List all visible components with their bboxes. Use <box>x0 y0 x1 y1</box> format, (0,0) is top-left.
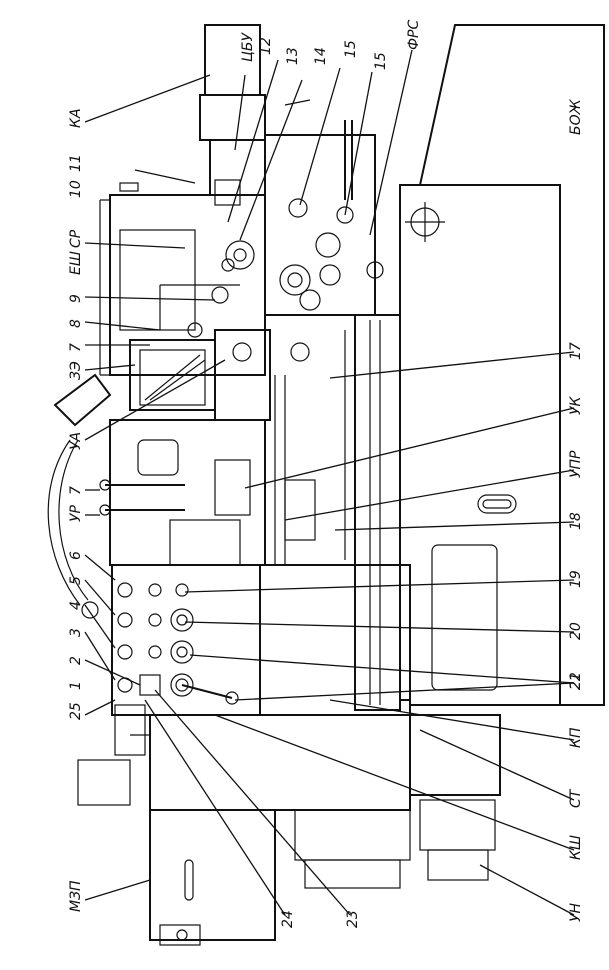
label-14: 14 <box>313 47 329 65</box>
label-7b: 7 <box>68 486 84 495</box>
label-ua: УА <box>68 432 84 450</box>
label-ze: ЗЭ <box>68 361 84 380</box>
label-8: 8 <box>68 319 84 328</box>
label-frs: ФРС <box>406 20 422 50</box>
label-23: 23 <box>345 910 361 928</box>
label-3: 3 <box>68 628 84 637</box>
label-12: 12 <box>258 37 274 55</box>
label-un: УН <box>568 902 584 922</box>
label-15b: 15 <box>373 52 389 70</box>
label-10: 10 <box>68 180 84 198</box>
work-lamp <box>47 373 112 619</box>
front-panel <box>77 564 501 946</box>
label-uk: УК <box>568 395 584 415</box>
machine-bed <box>354 24 605 711</box>
spindle-head <box>99 24 384 566</box>
label-7a: 7 <box>68 343 84 352</box>
label-17: 17 <box>568 342 584 360</box>
label-15a: 15 <box>343 40 359 58</box>
label-upr: УПР <box>568 450 584 478</box>
label-2: 2 <box>68 656 84 665</box>
control-knobs <box>117 582 239 705</box>
label-ur: УР <box>68 504 84 522</box>
label-esh: ЕШ <box>68 251 84 275</box>
label-19: 19 <box>568 570 584 588</box>
labels: КА ЦБУ 12 13 14 15 15 ФРС БОЖ 11 10 СР Е… <box>68 20 584 928</box>
label-4: 4 <box>68 601 84 610</box>
label-20: 20 <box>568 622 584 640</box>
label-25: 25 <box>68 702 84 720</box>
label-1: 1 <box>68 681 84 690</box>
label-kp: КП <box>568 727 584 748</box>
label-18: 18 <box>568 512 584 530</box>
label-6: 6 <box>68 551 84 560</box>
label-11: 11 <box>68 154 84 172</box>
label-21: 21 <box>568 672 584 690</box>
label-ksh: КШ <box>568 835 584 860</box>
label-5: 5 <box>68 576 84 585</box>
label-13: 13 <box>285 47 301 65</box>
leader-lines <box>84 49 575 916</box>
label-ka: КА <box>68 108 84 128</box>
label-bozh: БОЖ <box>568 98 584 135</box>
label-9: 9 <box>68 294 84 303</box>
label-24: 24 <box>280 910 296 928</box>
label-tsbu: ЦБУ <box>240 32 256 62</box>
label-22: 22 <box>568 672 584 690</box>
label-st: СТ <box>568 788 584 808</box>
label-mzp: МЗП <box>68 880 84 912</box>
label-sr: СР <box>68 229 84 248</box>
